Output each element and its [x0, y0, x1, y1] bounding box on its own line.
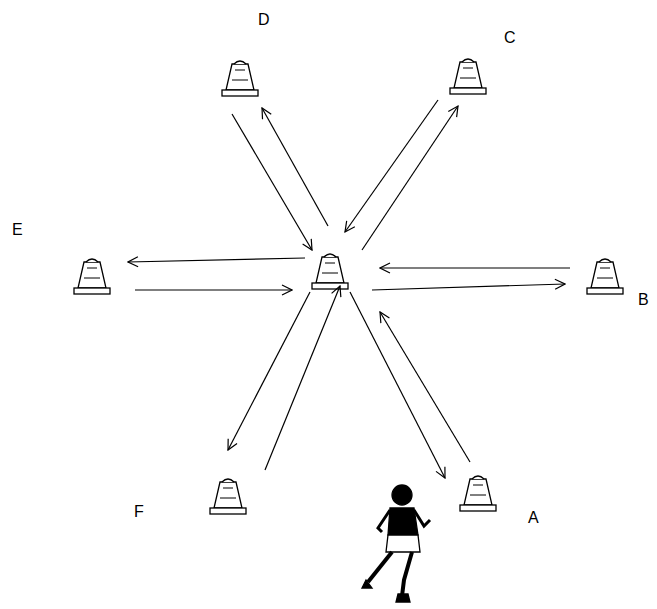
- cone: [450, 59, 486, 94]
- cone: [210, 479, 246, 514]
- cone-group: [74, 59, 623, 514]
- arrow: [345, 100, 438, 232]
- cone-letter: C: [504, 30, 516, 46]
- arrow: [350, 292, 445, 478]
- cone: [460, 476, 496, 511]
- cone: [222, 61, 258, 96]
- arrow: [128, 258, 305, 262]
- cone-letter: B: [638, 292, 649, 308]
- cone-letter: A: [528, 510, 539, 526]
- arrow-group: [128, 100, 570, 478]
- arrow: [372, 284, 565, 290]
- arrow: [232, 114, 312, 250]
- arrow: [265, 286, 340, 470]
- cone: [312, 254, 348, 289]
- arrow: [380, 267, 570, 268]
- cone: [74, 259, 110, 294]
- arrow: [262, 108, 328, 226]
- cone-letter: E: [12, 222, 23, 238]
- player-figure: [362, 485, 430, 602]
- arrow: [380, 312, 470, 462]
- cone-letter: D: [258, 12, 270, 28]
- cone-letter: F: [134, 504, 144, 520]
- arrow: [135, 289, 292, 290]
- arrow: [362, 106, 458, 250]
- cone: [587, 259, 623, 294]
- arrow: [228, 292, 310, 450]
